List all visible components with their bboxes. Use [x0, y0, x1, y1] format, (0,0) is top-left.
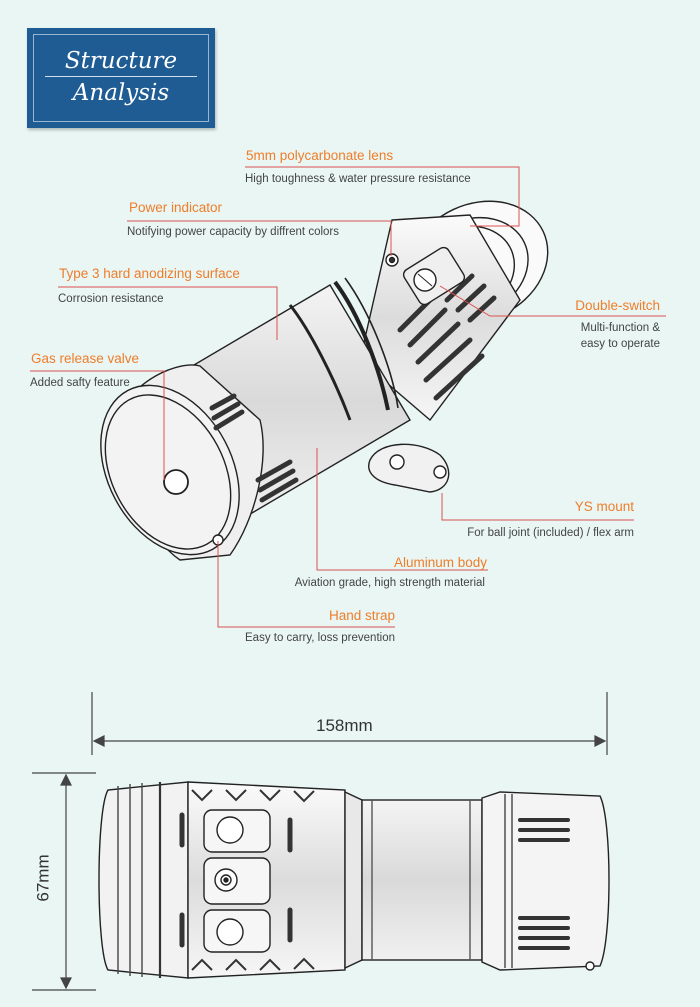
length-dimension: 158mm — [316, 716, 373, 735]
section-banner: Structure Analysis — [27, 28, 215, 128]
lens-description: High toughness & water pressure resistan… — [245, 173, 471, 185]
power-indicator-description: Notifying power capacity by diffrent col… — [127, 226, 339, 238]
banner-title-line1: Structure — [64, 48, 178, 74]
flashlight-side-view — [98, 781, 610, 979]
switch-description-line1: Multi-function & — [580, 322, 660, 334]
body-label: Aluminum body — [393, 555, 487, 570]
switch-description-line2: easy to operate — [580, 338, 660, 350]
surface-label: Type 3 hard anodizing surface — [59, 266, 240, 281]
mount-label: YS mount — [574, 499, 634, 514]
body-description: Aviation grade, high strength material — [294, 577, 485, 589]
strap-description: Easy to carry, loss prevention — [245, 632, 395, 644]
banner-divider — [45, 76, 197, 77]
valve-description: Added safty feature — [30, 377, 130, 389]
power-indicator-label: Power indicator — [129, 200, 223, 215]
banner-title-line2: Analysis — [72, 80, 170, 106]
strap-label: Hand strap — [328, 608, 395, 623]
lens-label: 5mm polycarbonate lens — [246, 148, 394, 163]
valve-label: Gas release valve — [31, 351, 140, 366]
height-dimension: 67mm — [33, 854, 53, 902]
mount-description: For ball joint (included) / flex arm — [467, 527, 634, 539]
flashlight-perspective — [100, 200, 549, 561]
dimension-lines — [32, 692, 608, 991]
switch-label: Double-switch — [575, 298, 660, 313]
callout-leaders — [30, 166, 666, 628]
surface-description: Corrosion resistance — [58, 293, 164, 305]
banner-frame — [33, 34, 209, 122]
